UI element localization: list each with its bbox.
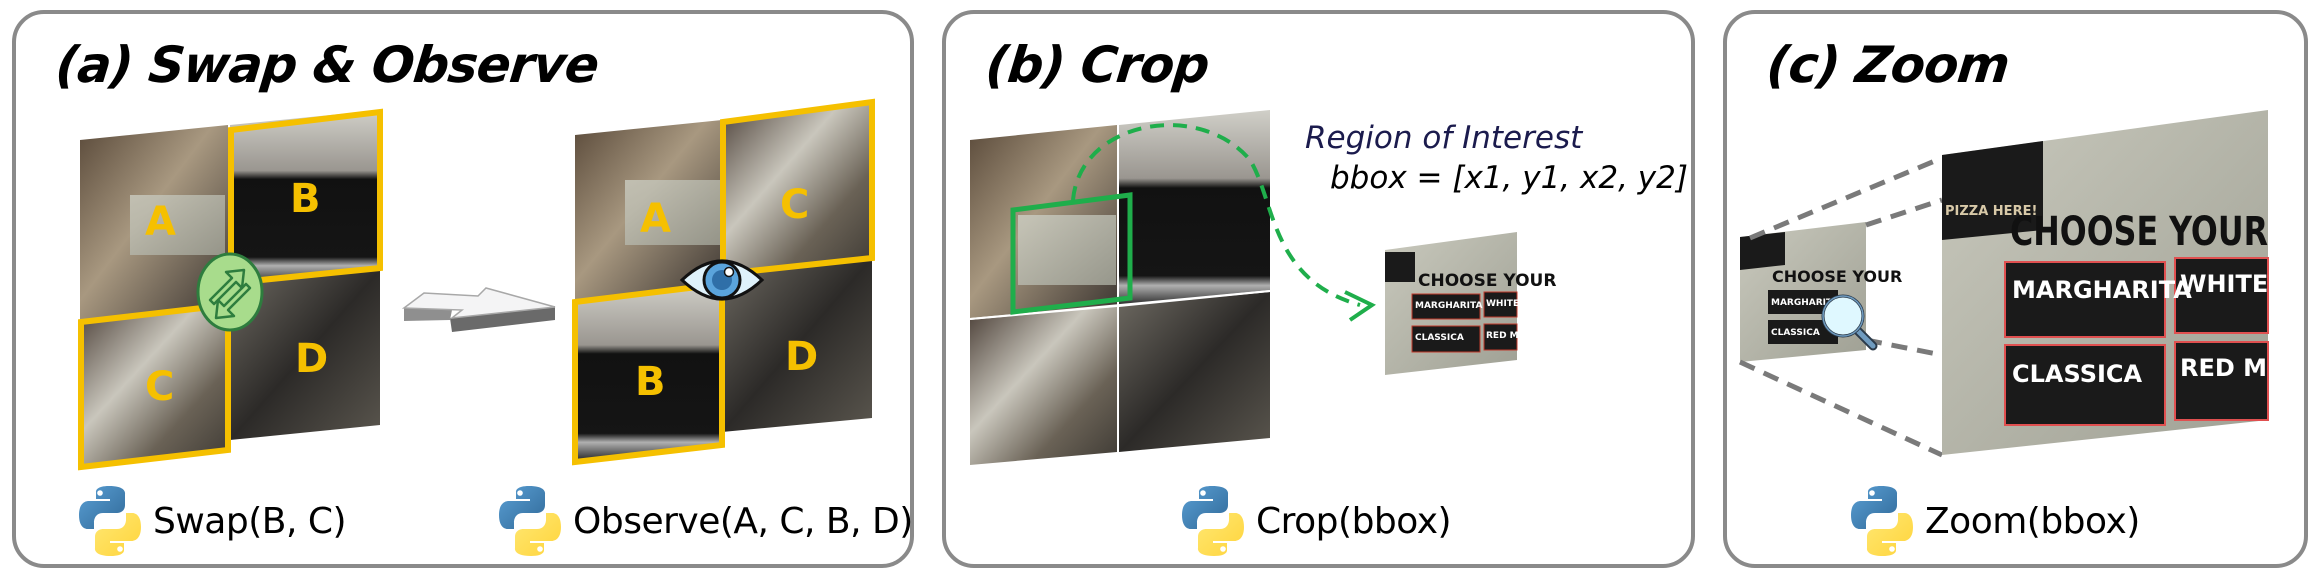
tile-label-d-after: D [785, 334, 818, 380]
highlight-b-before [228, 108, 383, 287]
crop-sign-choose: CHOOSE YOUR [1418, 271, 1556, 291]
tile-c-before [80, 305, 228, 465]
crop-sign-classica: CLASSICA [1415, 333, 1464, 343]
crop-sign-red: RED M [1486, 331, 1519, 341]
crop-bbox-highlight [1010, 192, 1133, 315]
tile-label-c-before: C [145, 364, 174, 410]
tile-bl [970, 307, 1117, 465]
zoom-projection-lines [1738, 155, 1944, 458]
observe-call: Observe(A, C, B, D) [495, 484, 913, 558]
crop-call-text: Crop(bbox) [1256, 500, 1452, 542]
swap-call-text: Swap(B, C) [153, 500, 347, 542]
observe-call-text: Observe(A, C, B, D) [573, 500, 913, 542]
crop-sign-margharita: MARGHARITA [1415, 301, 1482, 311]
tile-a-sign [130, 195, 225, 255]
3d-arrow-right-icon [401, 287, 556, 332]
arrow-head-icon [1344, 290, 1376, 322]
tile-label-d-before: D [295, 336, 328, 382]
mosaic-after: A C B D [572, 98, 875, 466]
tile-label-b-before: B [290, 176, 321, 222]
zoomed-sign-pizza-here: PIZZA HERE! [1945, 204, 2037, 219]
highlight-c-after [720, 98, 875, 278]
tile-br [1119, 292, 1270, 452]
tile-a-sign-after [625, 180, 720, 245]
mosaic-before: A B C D [78, 108, 383, 471]
zoomed-sign-classica: CLASSICA [2012, 360, 2143, 388]
crop-call: Crop(bbox) [1178, 484, 1452, 558]
small-sign-choose: CHOOSE YOUR [1772, 267, 1902, 286]
zoom-source-image: CHOOSE YOUR MARGHARITA CLASSICA [1740, 222, 1902, 362]
tile-b-before [230, 110, 380, 283]
eye-icon [679, 259, 765, 301]
highlight-b-after [572, 280, 725, 466]
highlight-c-before [78, 301, 231, 471]
zoomed-sign-white: WHITE [2180, 270, 2268, 298]
swap-arrows-icon [196, 252, 264, 332]
crop-sign-white: WHITE [1486, 299, 1519, 309]
tile-label-a-before: A [145, 199, 176, 245]
tile-tr [1119, 110, 1270, 305]
tile-c-after [722, 102, 872, 273]
menu-sign [1018, 215, 1116, 285]
tile-label-b-after: B [635, 359, 666, 405]
small-sign-classica: CLASSICA [1771, 328, 1820, 338]
swap-call: Swap(B, C) [75, 484, 347, 558]
zoom-call-text: Zoom(bbox) [1925, 500, 2140, 542]
tile-label-a-after: A [640, 196, 671, 242]
roi-title: Region of Interest [1305, 120, 1583, 156]
zoom-call: Zoom(bbox) [1847, 484, 2140, 558]
tile-d-after [722, 258, 872, 432]
zoomed-sign-red: RED M [2180, 354, 2267, 382]
python-logo-icon [1847, 484, 1917, 558]
zoomed-sign-margharita: MARGHARITA [2012, 276, 2192, 304]
cropped-region-preview: CHOOSE YOUR MARGHARITA WHITE CLASSICA RE… [1385, 232, 1556, 375]
small-sign-margharita: MARGHARITA [1771, 298, 1838, 308]
magnifier-icon [1821, 294, 1878, 351]
tile-label-c-after: C [780, 182, 809, 228]
zoomed-sign-choose: CHOOSE YOUR [2010, 209, 2268, 255]
tile-d-before [230, 270, 380, 440]
tile-divider-h [969, 290, 1271, 320]
roi-bbox-formula: bbox = [x1, y1, x2, y2] [1330, 160, 1688, 196]
tile-b-after [575, 283, 722, 460]
zoomed-image: PIZZA HERE! CHOOSE YOUR MARGHARITA WHITE… [1942, 110, 2269, 455]
